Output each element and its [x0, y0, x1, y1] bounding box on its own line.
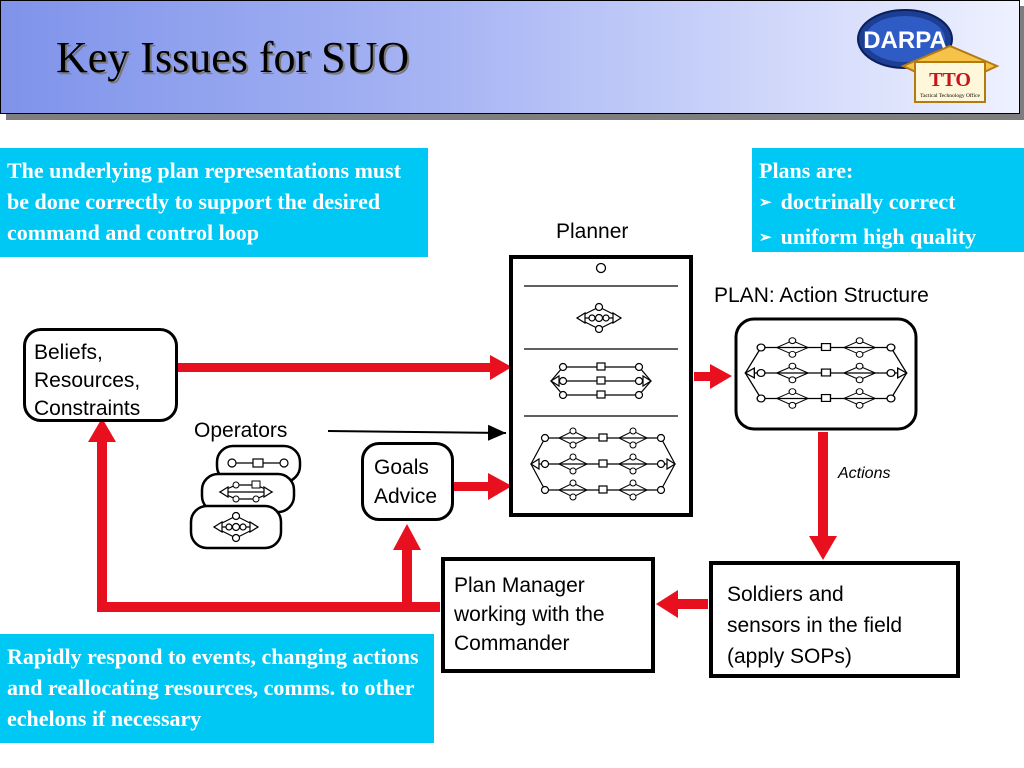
plan-label: PLAN: Action Structure	[714, 284, 929, 307]
callout-rapid-response: Rapidly respond to events, changing acti…	[0, 634, 434, 743]
planner-label: Planner	[556, 220, 629, 243]
planner-box	[509, 255, 693, 517]
callout-plans-are: Plans are: doctrinally correct uniform h…	[752, 148, 1024, 252]
planner-network-medium	[550, 362, 652, 400]
arrow-goals-to-planner	[452, 473, 512, 500]
beliefs-line: Resources,	[34, 369, 141, 392]
darpa-tto-logo: DARPA TTO Tactical Technology Office	[857, 9, 1000, 103]
goals-line: Goals	[374, 456, 429, 479]
arrow-soldiers-to-plan-manager	[656, 590, 708, 618]
goals-advice-box: Goals Advice	[361, 442, 454, 521]
soldiers-line: sensors in the field	[727, 614, 903, 637]
operators-label: Operators	[194, 419, 288, 442]
arrow-operators-to-planner	[327, 424, 507, 441]
soldiers-sensors-box: Soldiers and sensors in the field (apply…	[709, 561, 960, 678]
plan-manager-line: Plan Manager	[454, 574, 585, 597]
beliefs-line: Beliefs,	[34, 341, 103, 364]
goals-line: Advice	[374, 485, 438, 508]
title-bar	[0, 0, 1020, 114]
arrow-beliefs-to-planner	[176, 355, 512, 380]
arrow-plan-manager-to-goals	[393, 524, 421, 604]
arrow-planner-to-plan	[694, 364, 732, 389]
callout-representations: The underlying plan representations must…	[0, 148, 428, 257]
plans-are-bullet: doctrinally correct	[759, 186, 1017, 221]
svg-text:DARPA: DARPA	[863, 27, 947, 54]
svg-text:Tactical Technology Office: Tactical Technology Office	[920, 92, 980, 99]
plans-are-heading: Plans are:	[759, 158, 854, 183]
plans-are-list: doctrinally correct uniform high quality	[759, 186, 1017, 256]
beliefs-box: Beliefs, Resources, Constraints	[23, 328, 178, 422]
plans-are-bullet: uniform high quality	[759, 221, 1017, 256]
planner-initial-state	[595, 262, 607, 274]
plan-manager-line: Commander	[454, 632, 570, 655]
plan-manager-line: working with the	[454, 603, 605, 626]
flow-arrows	[88, 355, 837, 618]
soldiers-line: Soldiers and	[727, 583, 844, 606]
plan-manager-box: Plan Manager working with the Commander	[441, 557, 655, 673]
soldiers-line: (apply SOPs)	[727, 645, 852, 668]
arrow-plan-manager-to-beliefs	[88, 418, 440, 612]
page-title: Key Issues for SUO	[56, 33, 410, 82]
arrow-plan-to-soldiers	[809, 432, 837, 560]
actions-label: Actions	[838, 465, 891, 482]
beliefs-line: Constraints	[34, 397, 141, 420]
svg-text:TTO: TTO	[929, 69, 971, 91]
